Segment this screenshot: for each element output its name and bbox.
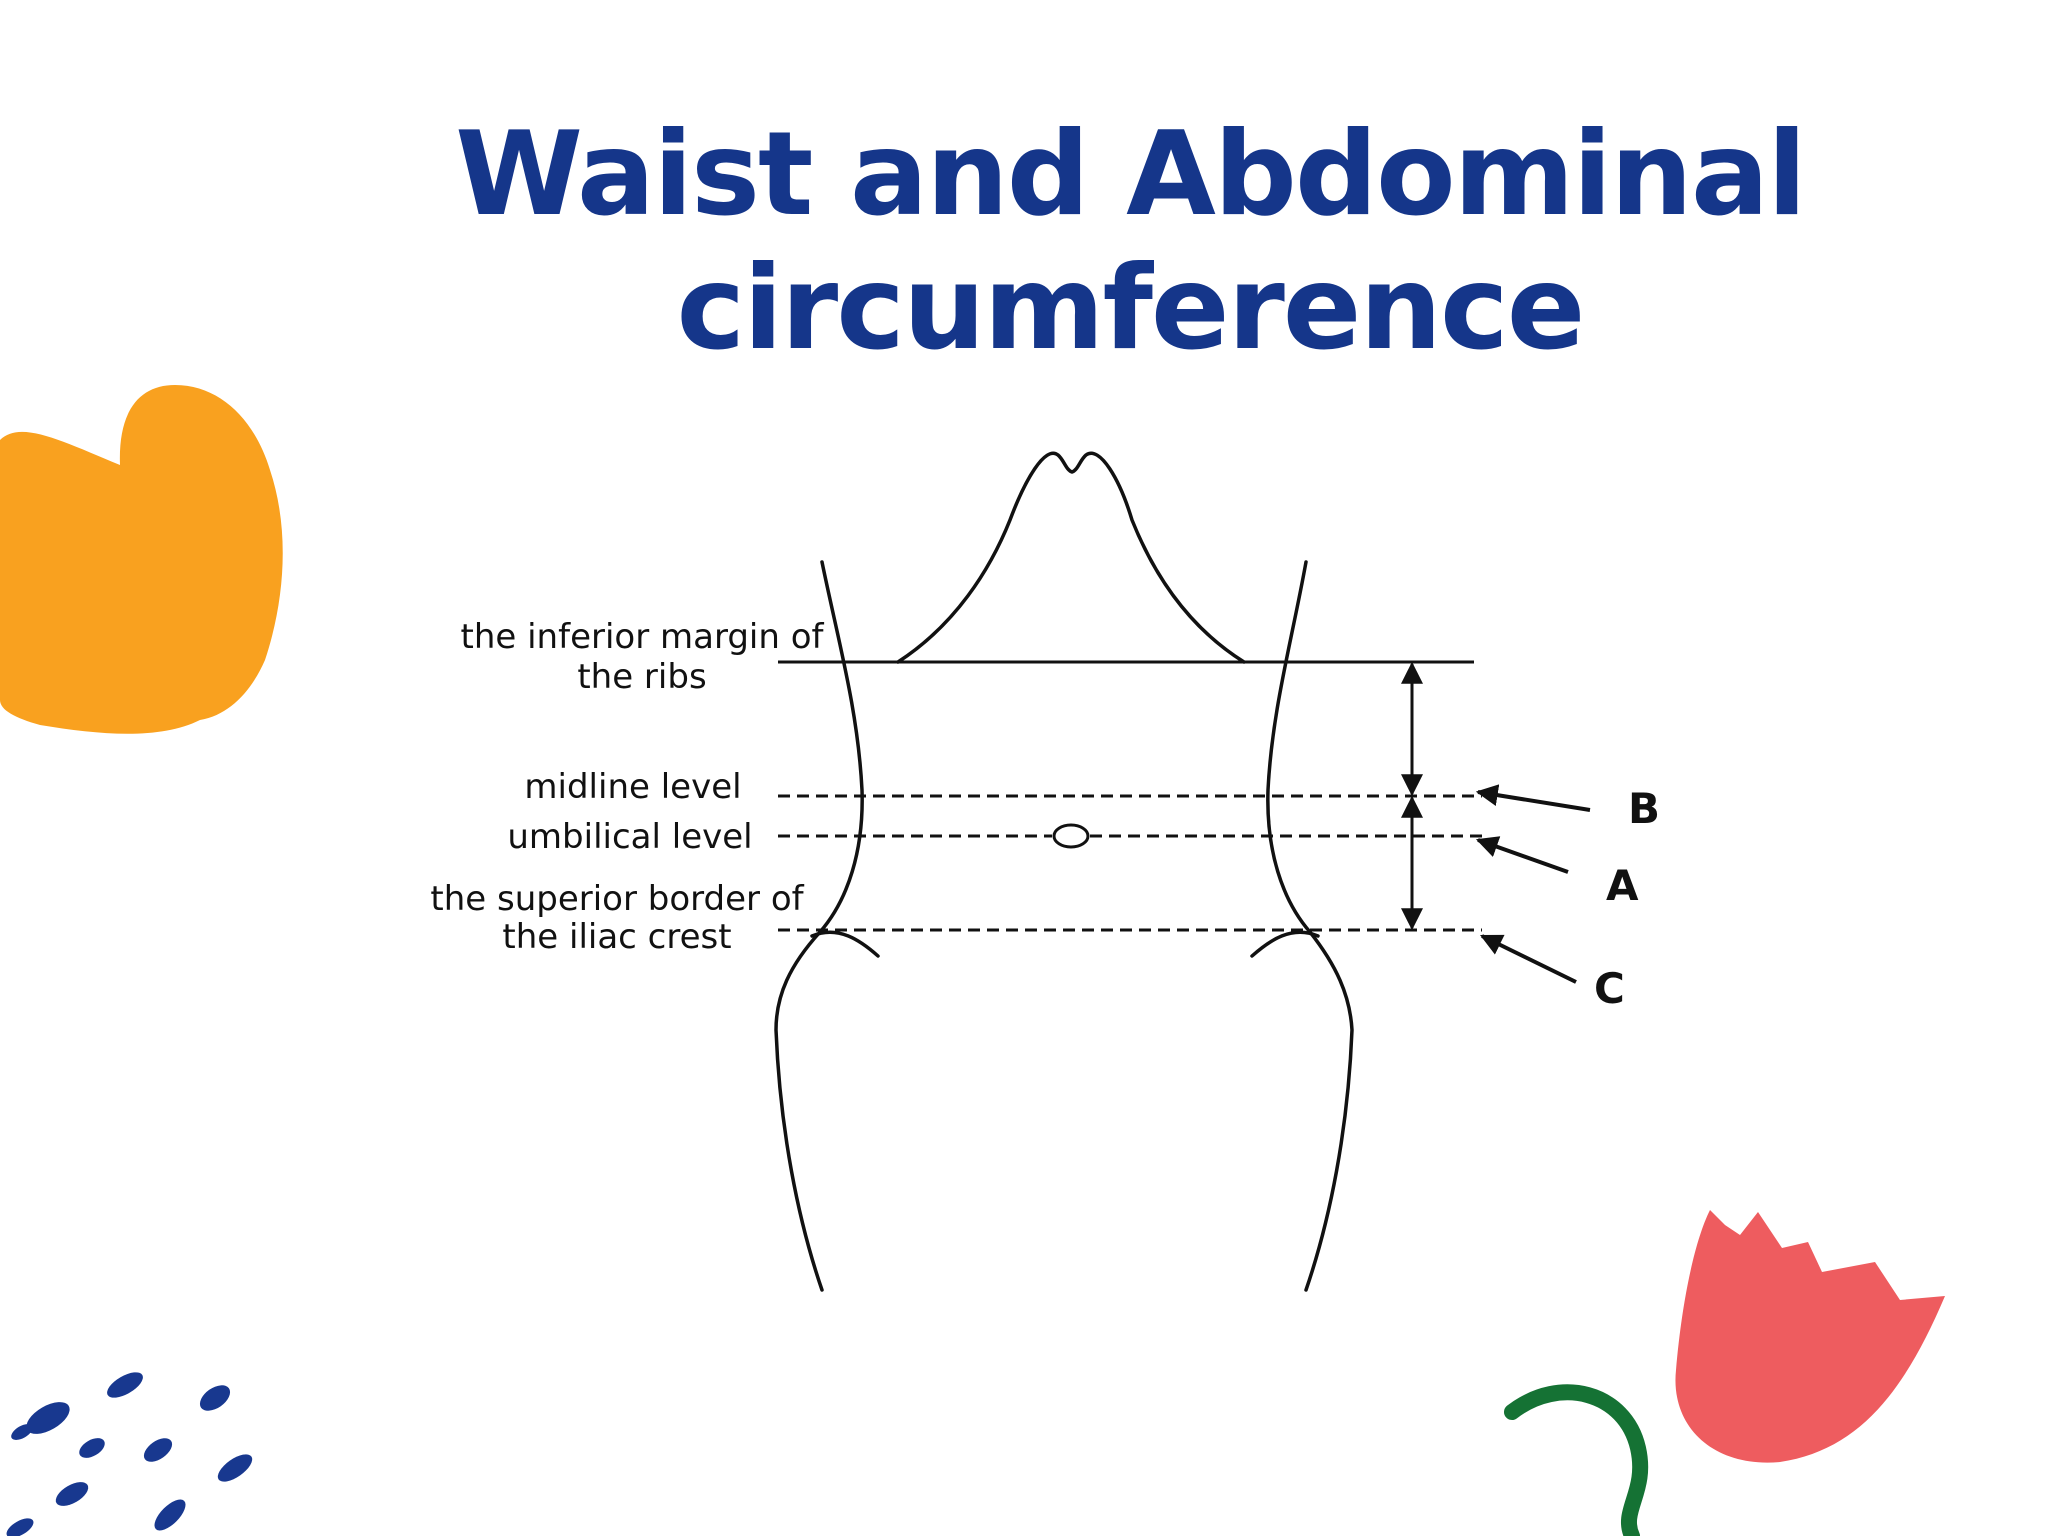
- blue-dots-decoration: [6, 1372, 253, 1536]
- marker-b: B: [1628, 784, 1660, 833]
- title-line-1: Waist and Abdominal: [455, 107, 1807, 242]
- label-umbilical-level: umbilical level: [507, 817, 752, 857]
- arrow-c: [1480, 934, 1577, 984]
- page-title: Waist and Abdominal circumference: [330, 108, 1930, 376]
- title-line-2: circumference: [676, 241, 1586, 376]
- orange-blob-decoration: [0, 385, 283, 734]
- label-ribs-line-1: the inferior margin of: [461, 617, 825, 657]
- left-iliac-crest-curve: [810, 930, 880, 958]
- arrow-b: [1475, 784, 1591, 812]
- label-ribs-line-2: the ribs: [577, 657, 706, 697]
- left-torso-contour: [774, 560, 864, 1292]
- label-midline-level: midline level: [524, 767, 741, 807]
- chest-contour: [896, 451, 1246, 664]
- arrow-a: [1475, 836, 1569, 874]
- marker-a: A: [1606, 861, 1639, 910]
- marker-c: C: [1594, 964, 1625, 1013]
- right-iliac-crest-curve: [1250, 930, 1320, 958]
- umbilicus-marker: [1052, 823, 1090, 849]
- label-iliac-line-1: the superior border of: [430, 879, 804, 919]
- label-iliac-line-2: the iliac crest: [502, 917, 731, 957]
- torso-outline: [774, 451, 1354, 1292]
- tulip-stem-decoration: [1504, 1384, 1649, 1536]
- tulip-flower-decoration: [1675, 1210, 1945, 1463]
- right-torso-contour: [1266, 560, 1354, 1292]
